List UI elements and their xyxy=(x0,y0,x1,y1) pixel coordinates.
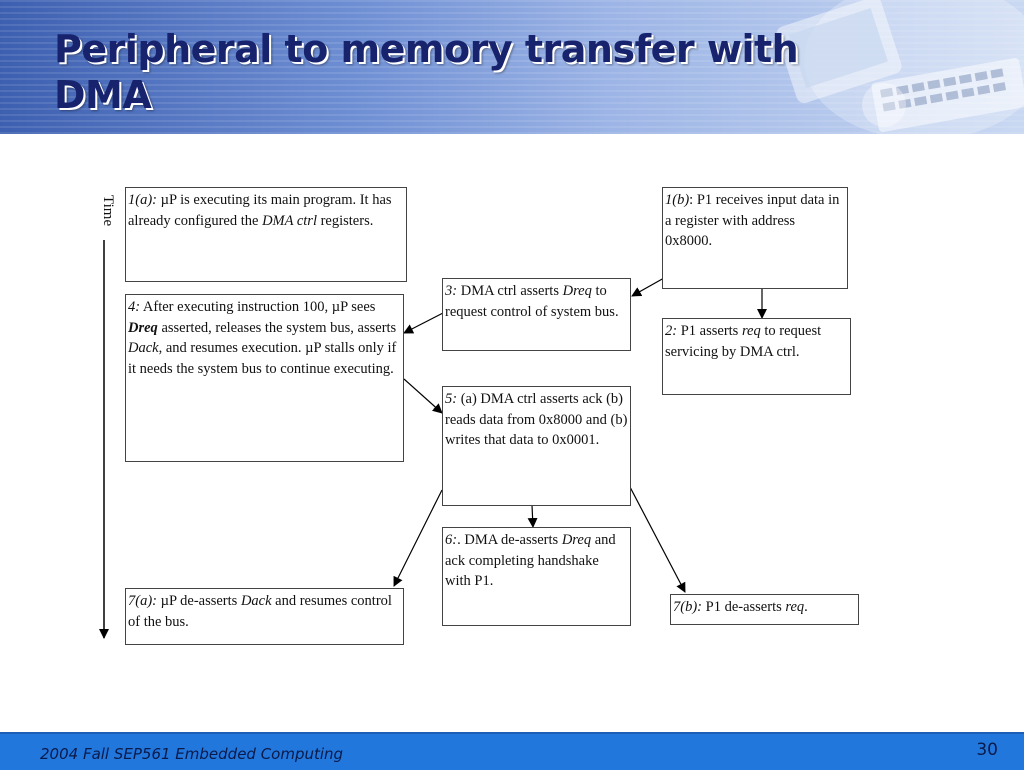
step-3-number: 3: xyxy=(445,283,458,299)
step-7b-text: P1 de-asserts xyxy=(702,599,786,615)
arrow-4-to-5 xyxy=(403,378,443,414)
step-2-signal: req xyxy=(741,323,761,339)
computer-keyboard-graphic xyxy=(776,0,1024,134)
step-5-number: 5: xyxy=(445,391,458,407)
step-1a-term: DMA ctrl xyxy=(262,212,317,229)
step-4-box: 4: After executing instruction 100, µP s… xyxy=(125,294,404,462)
arrow-5-to-7b xyxy=(629,486,686,593)
arrow-5-to-7a xyxy=(393,489,443,587)
step-7a-text: µP de-asserts xyxy=(157,593,241,609)
slide-title: Peripheral to memory transfer with DMA xyxy=(54,27,799,117)
step-3-text: DMA ctrl asserts xyxy=(457,283,563,299)
step-1b-number: 1(b) xyxy=(665,192,690,208)
step-5-box: 5: (a) DMA ctrl asserts ack (b) reads da… xyxy=(442,386,631,506)
step-5-text: (a) DMA ctrl asserts ack (b) reads data … xyxy=(445,391,628,448)
step-1a-text-end: registers. xyxy=(316,212,374,229)
step-6-text-end: and ack completing handshake with P1. xyxy=(445,532,616,589)
arrow-3-to-4 xyxy=(403,312,444,334)
step-4-text-mid: asserted, releases the system bus, asser… xyxy=(157,319,397,336)
page-number: 30 xyxy=(976,740,998,760)
step-1b-box: 1(b): P1 receives input data in a regist… xyxy=(662,187,848,289)
step-2-number: 2: xyxy=(665,323,678,339)
step-1a-box: 1(a): µP is executing its main program. … xyxy=(125,187,407,282)
step-2-box: 2: P1 asserts req to request servicing b… xyxy=(662,318,851,395)
step-4-number: 4: xyxy=(128,299,141,315)
step-7a-number: 7(a): xyxy=(128,593,157,609)
step-3-box: 3: DMA ctrl asserts Dreq to request cont… xyxy=(442,278,631,351)
footer-course: 2004 Fall SEP561 Embedded Computing xyxy=(40,745,344,763)
step-6-signal: Dreq xyxy=(561,532,592,548)
time-axis-label: Time xyxy=(100,195,116,227)
step-2-text-end: to request servicing by DMA ctrl. xyxy=(665,323,822,360)
step-4-text-end: , and resumes execution. µP stalls only … xyxy=(128,340,397,377)
step-2-text: P1 asserts xyxy=(677,323,742,339)
step-6-text: . DMA de-asserts xyxy=(457,532,562,548)
step-7b-signal: req xyxy=(785,599,805,615)
step-1a-text: µP is executing its main program. It has… xyxy=(128,192,392,229)
header-banner: Peripheral to memory transfer with DMA xyxy=(0,0,1024,134)
step-6-box: 6:. DMA de-asserts Dreq and ack completi… xyxy=(442,527,631,626)
arrow-5-to-6 xyxy=(527,504,538,528)
step-6-number: 6: xyxy=(445,532,458,548)
step-3-text-end: to request control of system bus. xyxy=(445,283,619,320)
step-4-text: After executing instruction 100, µP sees xyxy=(140,299,376,315)
step-1a-number: 1(a): xyxy=(128,192,157,208)
step-3-signal: Dreq xyxy=(562,283,592,299)
footer-bar: 2004 Fall SEP561 Embedded Computing 30 xyxy=(0,732,1024,770)
step-7b-text-end: . xyxy=(804,599,808,615)
step-7a-box: 7(a): µP de-asserts Dack and resumes con… xyxy=(125,588,404,645)
step-1b-text: : P1 receives input data in a register w… xyxy=(665,192,840,249)
step-4-signal-dreq: Dreq xyxy=(128,319,158,336)
step-7a-text-end: and resumes control of the bus. xyxy=(128,593,392,630)
step-4-signal-dack: Dack xyxy=(128,340,159,356)
step-7b-box: 7(b): P1 de-asserts req. xyxy=(670,594,859,625)
step-7b-number: 7(b): xyxy=(673,599,702,615)
step-7a-signal: Dack xyxy=(240,593,272,609)
arrow-1b-to-3 xyxy=(631,277,665,297)
